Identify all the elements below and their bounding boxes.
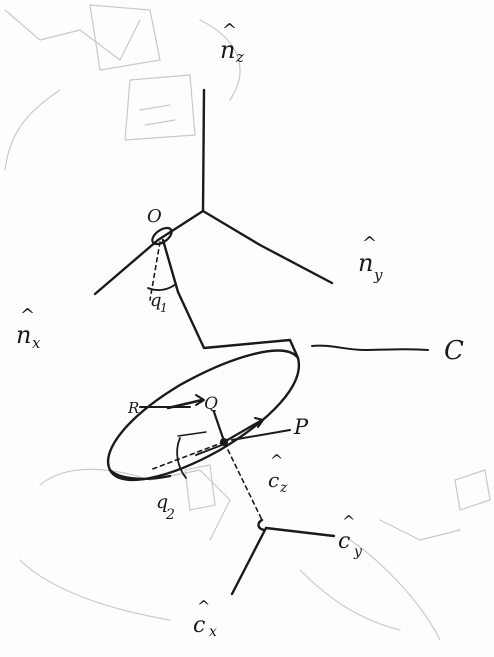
cy-axis-line bbox=[264, 526, 336, 538]
p-direction-arrowhead bbox=[254, 417, 264, 428]
svg-text:^: ^ bbox=[222, 20, 237, 41]
label-q2: q 2 bbox=[156, 491, 175, 523]
svg-text:z: z bbox=[279, 480, 288, 496]
svg-text:n: n bbox=[220, 36, 235, 64]
svg-text:q: q bbox=[156, 491, 168, 513]
q1-angle-arc bbox=[147, 283, 177, 291]
svg-text:x: x bbox=[209, 624, 217, 640]
svg-text:x: x bbox=[32, 334, 41, 352]
svg-text:^: ^ bbox=[20, 305, 35, 326]
svg-text:y: y bbox=[373, 266, 383, 284]
svg-text:2: 2 bbox=[165, 507, 175, 523]
p-inner-stroke bbox=[195, 444, 223, 456]
svg-text:1: 1 bbox=[160, 301, 168, 315]
ny-axis-line bbox=[201, 209, 334, 285]
r-to-q-arrowhead bbox=[195, 394, 205, 406]
svg-text:^: ^ bbox=[270, 451, 283, 470]
svg-text:n: n bbox=[358, 249, 373, 277]
q2-tick bbox=[177, 431, 207, 437]
joint-o-marker bbox=[151, 226, 173, 246]
cx-axis-line bbox=[230, 526, 268, 596]
background-ghost-sketch bbox=[4, 4, 491, 641]
label-o: O bbox=[147, 206, 162, 227]
svg-text:^: ^ bbox=[362, 233, 377, 254]
label-n-y: n y ^ bbox=[358, 233, 383, 284]
q2-angle-arc bbox=[176, 437, 187, 479]
nx-axis-line bbox=[93, 209, 205, 296]
svg-text:c: c bbox=[193, 613, 205, 638]
q2-reference-line bbox=[149, 441, 225, 471]
svg-text:c: c bbox=[338, 529, 350, 554]
label-n-x: n x ^ bbox=[16, 305, 41, 352]
label-q: Q bbox=[204, 394, 218, 414]
svg-text:y: y bbox=[353, 544, 363, 560]
cz-axis-dashed bbox=[227, 449, 263, 521]
label-body-c: C bbox=[444, 336, 464, 366]
label-c-x: c x ^ bbox=[193, 597, 217, 640]
label-r: R bbox=[127, 399, 139, 417]
label-c-z: c z ^ bbox=[268, 451, 288, 496]
svg-text:^: ^ bbox=[197, 597, 210, 616]
label-n-z: n z ^ bbox=[220, 20, 244, 66]
label-p: P bbox=[293, 415, 309, 439]
p-leader-line bbox=[231, 429, 291, 441]
nz-axis-line bbox=[201, 88, 206, 213]
label-c-y: c y ^ bbox=[338, 512, 363, 560]
p-direction-arrow bbox=[222, 418, 264, 444]
svg-text:c: c bbox=[268, 468, 279, 492]
link-o-to-c bbox=[161, 238, 300, 360]
disc-rim-lower bbox=[108, 468, 172, 481]
svg-text:q: q bbox=[150, 290, 162, 311]
svg-text:z: z bbox=[235, 48, 244, 66]
r-to-q-arrow bbox=[166, 398, 204, 410]
svg-text:n: n bbox=[16, 321, 31, 349]
q-to-p-line bbox=[212, 410, 226, 443]
q1-reference-line bbox=[149, 241, 161, 301]
body-c-leader bbox=[311, 344, 429, 351]
c-frame-origin bbox=[257, 518, 266, 532]
label-q1: q 1 bbox=[150, 290, 168, 315]
svg-text:^: ^ bbox=[342, 512, 355, 531]
